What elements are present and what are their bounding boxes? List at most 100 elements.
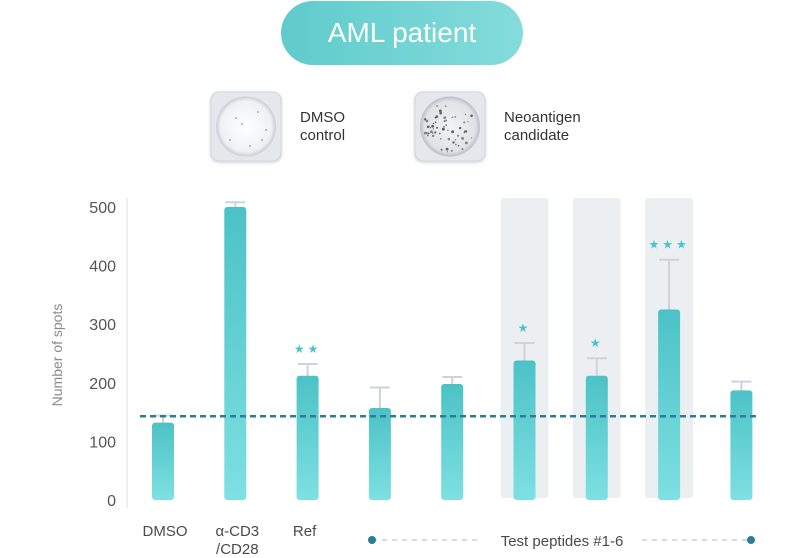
bar: [585, 375, 608, 500]
well-spot: [461, 148, 464, 151]
dense-spots-well-icon: [420, 96, 480, 157]
well-spot: [463, 121, 466, 124]
y-tick-label: 100: [89, 434, 116, 451]
legend-item-dmso: DMSO control: [210, 91, 345, 162]
well-spot: [454, 143, 457, 146]
well-spot: [443, 116, 446, 120]
legend-label-line: control: [300, 127, 345, 144]
well-spot: [426, 134, 429, 137]
group-dot-left: [368, 536, 376, 544]
well-spot: [450, 149, 453, 152]
y-tick-label: 200: [89, 376, 116, 393]
legend: DMSO control Neoantigen candidate: [210, 91, 581, 162]
well-spot: [434, 121, 437, 123]
well-spot: [470, 137, 473, 139]
sparse-spots-well-icon: [216, 96, 276, 157]
y-tick-label: 0: [107, 493, 116, 510]
well-spot: [464, 113, 467, 116]
well-spot: [429, 126, 432, 129]
well-spot: [443, 120, 446, 123]
well-spot: [454, 139, 457, 141]
error-bars: [153, 201, 752, 423]
x-axis-labels: DMSO α-CD3/CD28 Ref: [143, 523, 318, 558]
well-spot: [443, 125, 445, 128]
x-category-label: α-CD3: [215, 523, 259, 540]
bar: [441, 383, 464, 500]
well-spot: [423, 131, 427, 135]
well-spot: [441, 127, 445, 131]
well-spots: [229, 111, 267, 147]
x-category-label: Ref: [293, 523, 317, 540]
well-spot: [425, 119, 429, 123]
x-category-label: /CD28: [216, 541, 259, 558]
significance-stars: ★★: [294, 342, 322, 356]
bar: [730, 390, 753, 500]
bar: [296, 375, 319, 500]
well-spot: [435, 115, 439, 118]
x-category-label: DMSO: [143, 523, 188, 540]
well-spot: [461, 136, 465, 140]
y-tick-label: 300: [89, 317, 116, 334]
y-tick-label: 400: [89, 259, 116, 276]
well-spot: [445, 124, 448, 127]
well-spot: [438, 109, 442, 113]
y-axis: 0 100 200 300 400 500: [89, 198, 128, 510]
well-spot: [229, 139, 231, 141]
well-spot: [446, 151, 448, 153]
well-spot: [447, 129, 449, 131]
bar: [368, 407, 391, 500]
well-spot: [444, 105, 447, 108]
well-spot: [436, 105, 438, 107]
well-spot: [451, 130, 454, 132]
y-axis-label: Number of spots: [49, 304, 65, 407]
well-spots: [423, 105, 473, 153]
well-spot: [438, 132, 441, 135]
well-spot: [261, 139, 263, 141]
well-spot: [423, 118, 427, 121]
well-spot: [235, 117, 237, 119]
well-spot: [447, 137, 451, 141]
group-label: Test peptides #1-6: [501, 533, 624, 550]
well-spot: [436, 126, 439, 129]
well-spot: [429, 130, 433, 134]
group-bracket: Test peptides #1-6: [368, 533, 755, 550]
well-spot: [452, 141, 455, 144]
well-spot: [457, 144, 460, 147]
title-badge: AML patient: [281, 1, 523, 65]
well-spot: [434, 131, 437, 134]
y-tick-label: 500: [89, 200, 116, 217]
well-spot: [432, 128, 435, 130]
well-spot: [467, 121, 469, 123]
well-spot: [241, 123, 243, 125]
well-spot: [431, 134, 435, 138]
legend-label-line: DMSO: [300, 109, 345, 126]
bar: [152, 422, 174, 500]
well-spot: [454, 115, 457, 118]
bars: [152, 207, 753, 500]
well-spot: [440, 148, 443, 151]
well-spot: [464, 141, 468, 145]
well-spot: [457, 134, 460, 137]
well-spot: [434, 116, 436, 119]
highlight-band: [572, 198, 621, 498]
significance-stars: ★: [590, 336, 604, 350]
legend-item-neoantigen: Neoantigen candidate: [414, 91, 581, 162]
well-spot: [265, 129, 267, 131]
well-spot: [470, 114, 473, 118]
well-spot: [445, 147, 449, 151]
well-spot: [463, 130, 466, 133]
bar: [658, 309, 681, 500]
significance-stars: ★★★: [648, 238, 689, 252]
well-spot: [444, 119, 448, 122]
well-spot: [451, 116, 454, 118]
well-spot: [249, 145, 251, 147]
title-pill: [281, 1, 523, 65]
legend-label-line: Neoantigen: [504, 109, 581, 126]
significance-stars: ★: [518, 321, 532, 335]
well-spot: [432, 122, 435, 125]
well-spot: [439, 111, 442, 115]
bar: [513, 360, 536, 500]
bar: [224, 207, 247, 500]
chart-title: AML patient: [328, 17, 477, 48]
